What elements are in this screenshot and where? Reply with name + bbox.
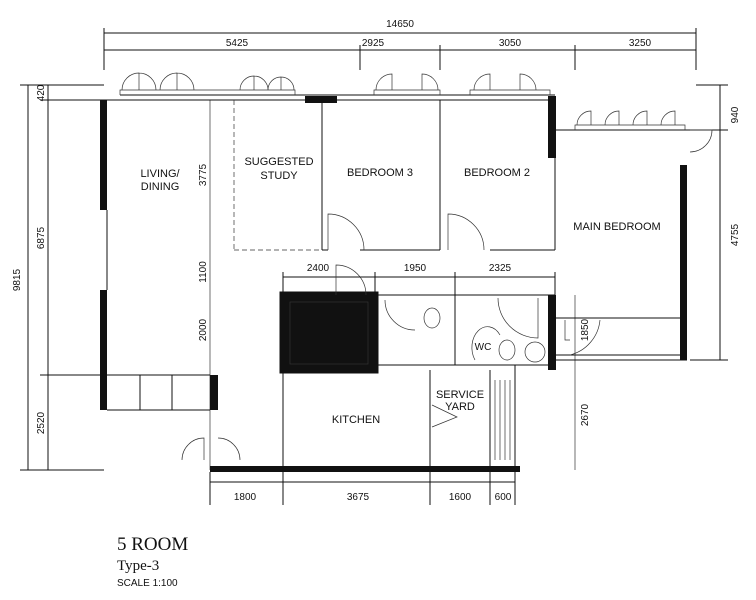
dim-bottom: 1600 [449,492,472,503]
plan-scale: SCALE 1:100 [117,578,178,589]
dim-top-total: 14650 [386,19,414,30]
dim-inner-left: 3775 [198,163,209,186]
doors [181,129,713,461]
dim-top: 5425 [226,38,249,49]
room-study: STUDY [260,170,298,182]
dim-top: 3250 [629,38,652,49]
wc-label: WC [475,342,492,353]
plan-type: Type-3 [117,558,159,574]
room-living-dining: LIVING/ [140,168,180,180]
dim-inner-left: 1100 [198,261,209,283]
dim-middle: 2400 [307,263,330,274]
dim-left: 6875 [36,226,47,249]
right-dimensions: 940 4755 1850 2670 [574,84,741,470]
windows [119,72,686,130]
dim-bottom: 1800 [234,492,257,503]
room-service-yard: SERVICE [436,389,484,401]
dim-left-total: 9815 [12,268,23,291]
bottom-dimensions: 1800 3675 1600 600 [209,472,516,505]
dim-right: 940 [730,106,741,123]
room-living-dining: DINING [141,181,180,193]
room-bedroom-2: BEDROOM 2 [464,167,530,179]
room-service-yard: YARD [445,401,475,413]
left-dimensions: 9815 420 6875 2520 3775 1100 2000 [12,84,211,471]
room-main-bedroom: MAIN BEDROOM [573,221,660,233]
dim-inner-right: 1850 [580,318,591,341]
title-block: 5 ROOM Type-3 SCALE 1:100 [117,534,188,589]
walls [100,94,690,472]
dim-left: 2520 [36,411,47,434]
dim-left: 420 [36,84,47,101]
middle-dimensions: 2400 1950 2325 [282,263,556,295]
top-dimensions: 14650 5425 2925 3050 3250 [103,19,697,70]
plan-title: 5 ROOM [117,534,188,555]
sanitary-fixtures [289,301,546,365]
room-study: SUGGESTED [244,156,313,168]
dim-middle: 1950 [404,263,427,274]
dim-bottom: 600 [495,492,512,503]
dim-inner-left: 2000 [198,318,209,341]
room-kitchen: KITCHEN [332,414,380,426]
dim-top: 2925 [362,38,385,49]
room-labels: LIVING/ DINING SUGGESTED STUDY BEDROOM 3… [140,156,660,426]
dim-bottom: 3675 [347,492,370,503]
dim-top: 3050 [499,38,522,49]
dim-inner-right: 2670 [580,403,591,426]
dim-right: 4755 [730,223,741,246]
dim-middle: 2325 [489,263,512,274]
room-bedroom-3: BEDROOM 3 [347,167,413,179]
